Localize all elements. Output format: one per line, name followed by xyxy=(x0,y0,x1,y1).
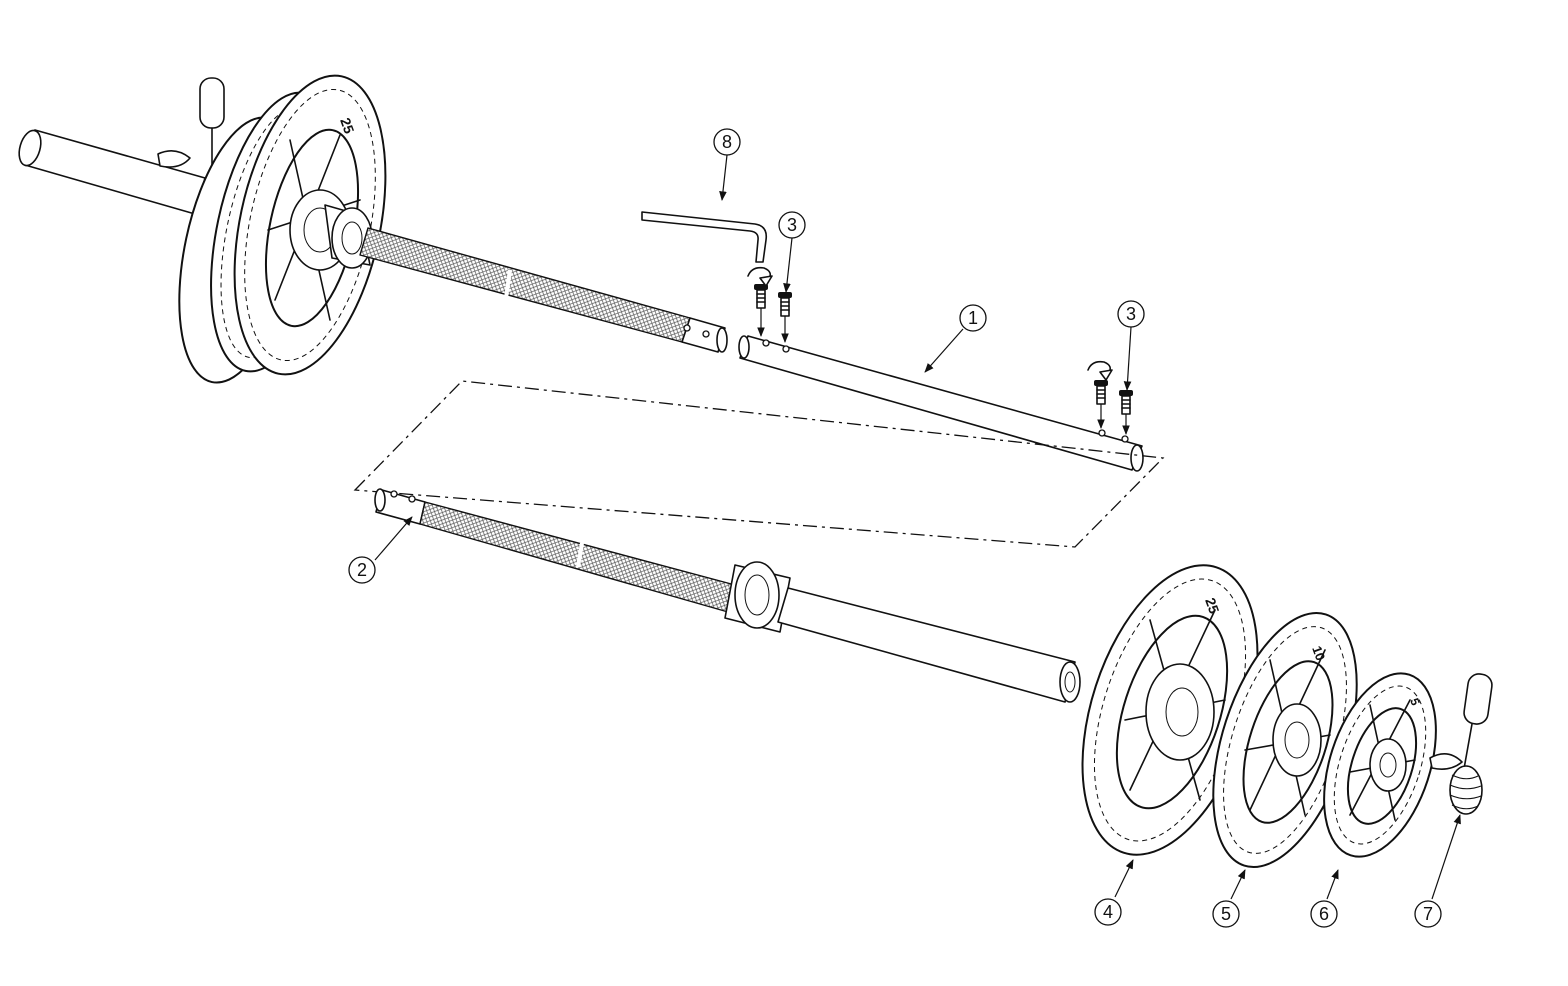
connector-tube xyxy=(738,335,1144,472)
left-sleeve xyxy=(18,129,206,215)
callout-4-label: 4 xyxy=(1103,902,1113,922)
large-plate-marking: 25 xyxy=(1202,596,1222,616)
small-weight-plate: 5 xyxy=(1323,672,1437,858)
callout-3a: 3 xyxy=(778,211,806,239)
callout-7: 7 xyxy=(1414,900,1442,928)
callout-5: 5 xyxy=(1212,900,1240,928)
screw xyxy=(778,292,792,343)
screw xyxy=(1094,380,1108,429)
screw xyxy=(1119,390,1133,435)
callout-8-label: 8 xyxy=(722,132,732,152)
left-plate-stack: 25 xyxy=(178,74,387,384)
callout-1: 1 xyxy=(959,304,987,332)
screw-set-b xyxy=(1087,360,1133,435)
callout-1-label: 1 xyxy=(968,308,978,328)
callout-6-label: 6 xyxy=(1319,904,1329,924)
small-plate-marking: 5 xyxy=(1407,696,1423,707)
left-plate-marking: 25 xyxy=(337,116,357,136)
callout-7-label: 7 xyxy=(1423,904,1433,924)
callout-3b-label: 3 xyxy=(1126,304,1136,324)
assembled-left-side: 25 xyxy=(18,74,728,384)
callout-3a-label: 3 xyxy=(787,215,797,235)
callout-2-label: 2 xyxy=(357,560,367,580)
left-bar-grip xyxy=(359,227,691,343)
callout-4: 4 xyxy=(1094,898,1122,926)
rotate-icon xyxy=(747,266,773,287)
hex-key xyxy=(641,211,768,263)
assembly-guide-line xyxy=(353,380,1165,548)
callout-3b: 3 xyxy=(1117,300,1145,328)
callout-leaders xyxy=(374,154,1461,900)
screw-set-a xyxy=(747,266,792,343)
left-bar-connector-end xyxy=(681,317,728,353)
bar-half xyxy=(374,488,1081,703)
callout-8: 8 xyxy=(713,128,741,156)
left-spring-collar xyxy=(157,77,225,181)
rotate-icon xyxy=(1087,360,1113,381)
medium-plate-marking: 10 xyxy=(1309,644,1328,663)
callout-5-label: 5 xyxy=(1221,904,1231,924)
spring-collar xyxy=(1429,673,1493,815)
callout-2: 2 xyxy=(348,556,376,584)
screw xyxy=(754,284,768,337)
callout-6: 6 xyxy=(1310,900,1338,928)
